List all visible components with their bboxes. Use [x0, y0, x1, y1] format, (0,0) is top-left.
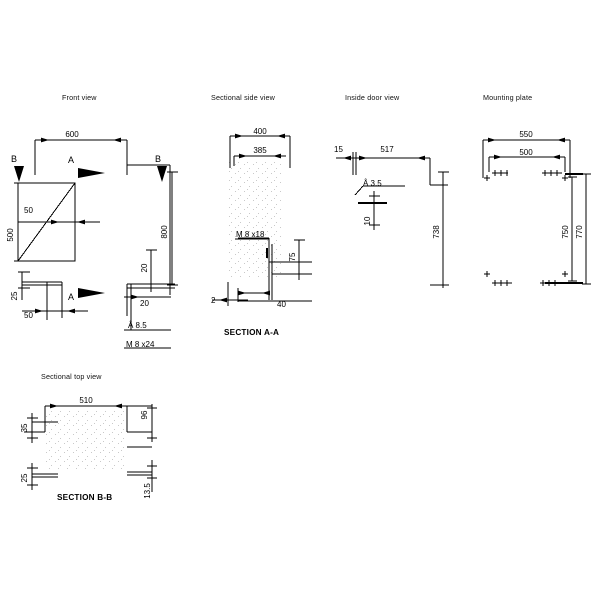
front-dim-25-label: 25 [10, 291, 19, 300]
side-dim-75-label: 75 [288, 252, 297, 261]
top-dim-35 [27, 413, 58, 443]
front-dim-20 [124, 249, 175, 330]
plate-hole-row-top-right [542, 170, 568, 181]
front-thread-label: M 8 x24 [126, 340, 155, 349]
door-dim-738 [438, 171, 449, 288]
front-cut-label-a-top: A [68, 155, 74, 165]
plate-dim-770-label: 770 [575, 225, 584, 239]
sectional-top-view-group [24, 403, 157, 492]
section-b-b-label: SECTION B-B [57, 493, 112, 502]
top-outline [24, 405, 152, 448]
mounting-plate-group [482, 137, 591, 286]
side-dim-2 [212, 282, 248, 306]
front-notch-lower-left [18, 271, 88, 320]
inside-door-view-title: Inside door view [345, 93, 400, 102]
front-dim-800-label: 800 [160, 225, 169, 239]
top-dim-25 [27, 463, 58, 490]
side-thread-label: M 8 x18 [236, 230, 265, 239]
plate-dim-550-label: 550 [519, 130, 533, 139]
door-dim-738-label: 738 [432, 225, 441, 239]
front-view-title: Front view [62, 93, 97, 102]
plate-hole-row-bottom-left [484, 271, 512, 286]
side-dim-385-label: 385 [253, 146, 267, 155]
side-dim-40-label: 40 [277, 300, 286, 309]
plate-hole-row-bottom-right [540, 271, 568, 286]
front-dim-20-horiz-label: 20 [140, 299, 149, 308]
sectional-side-view-group [212, 133, 312, 306]
sectional-top-view-title: Sectional top view [41, 372, 102, 381]
front-dim-800 [167, 171, 178, 286]
front-dim-50-top [18, 183, 100, 228]
door-dim-10-label: 10 [363, 216, 372, 225]
plate-dim-550 [482, 137, 571, 178]
door-hole-callout [354, 185, 405, 196]
plate-dim-500-label: 500 [519, 148, 533, 157]
front-cut-arrow-a-bottom [78, 288, 105, 298]
side-outline [238, 237, 312, 302]
door-hole-cross [358, 191, 387, 230]
inside-door-view-group [336, 152, 449, 288]
door-hole-dia-label: Å 3.5 [363, 179, 382, 188]
front-callouts [124, 329, 171, 349]
front-hole-dia-label: Å 8.5 [128, 321, 147, 330]
top-body-texture [45, 408, 127, 470]
top-dim-96-label: 96 [140, 410, 149, 419]
side-dim-400 [229, 133, 291, 168]
front-dim-50-bottom-label: 50 [24, 311, 33, 320]
front-cut-label-a-bottom: A [68, 292, 74, 302]
section-a-a-label: SECTION A-A [224, 328, 279, 337]
front-cut-arrow-b-right [157, 166, 167, 182]
top-dim-13-5-label: 13.5 [143, 483, 152, 499]
side-body-texture [228, 160, 281, 278]
front-cut-label-b-left: B [11, 154, 17, 164]
front-dim-50-top-label: 50 [24, 206, 33, 215]
side-dim-75 [294, 239, 305, 280]
plate-dim-750 [568, 176, 577, 282]
front-dim-600-label: 600 [65, 130, 79, 139]
sectional-side-view-title: Sectional side view [211, 93, 276, 102]
plate-dim-750-label: 750 [561, 225, 570, 239]
side-dim-2-label: 2 [211, 296, 216, 305]
top-dim-35-label: 35 [20, 423, 29, 432]
side-dim-400-label: 400 [253, 127, 267, 136]
door-dim-517-label: 517 [380, 145, 394, 154]
front-cut-arrow-b-left [14, 166, 24, 182]
front-view-group [14, 137, 178, 349]
top-dim-13-5 [127, 460, 157, 492]
mounting-plate-title: Mounting plate [483, 93, 532, 102]
top-dim-25-label: 25 [20, 473, 29, 482]
top-dim-96 [147, 404, 157, 442]
top-dim-510-label: 510 [79, 396, 93, 405]
door-dim-15-label: 15 [334, 145, 343, 154]
front-cut-arrow-a-top [78, 168, 105, 178]
front-dim-500-label: 500 [6, 228, 15, 242]
door-dim-517 [336, 152, 431, 185]
plate-dim-770 [582, 173, 591, 285]
plate-dim-500 [488, 154, 566, 172]
front-cut-label-b-right: B [155, 154, 161, 164]
front-dim-20-vert-label: 20 [140, 263, 149, 272]
plate-hole-row-top-left [484, 170, 508, 181]
side-dim-385 [233, 153, 286, 166]
